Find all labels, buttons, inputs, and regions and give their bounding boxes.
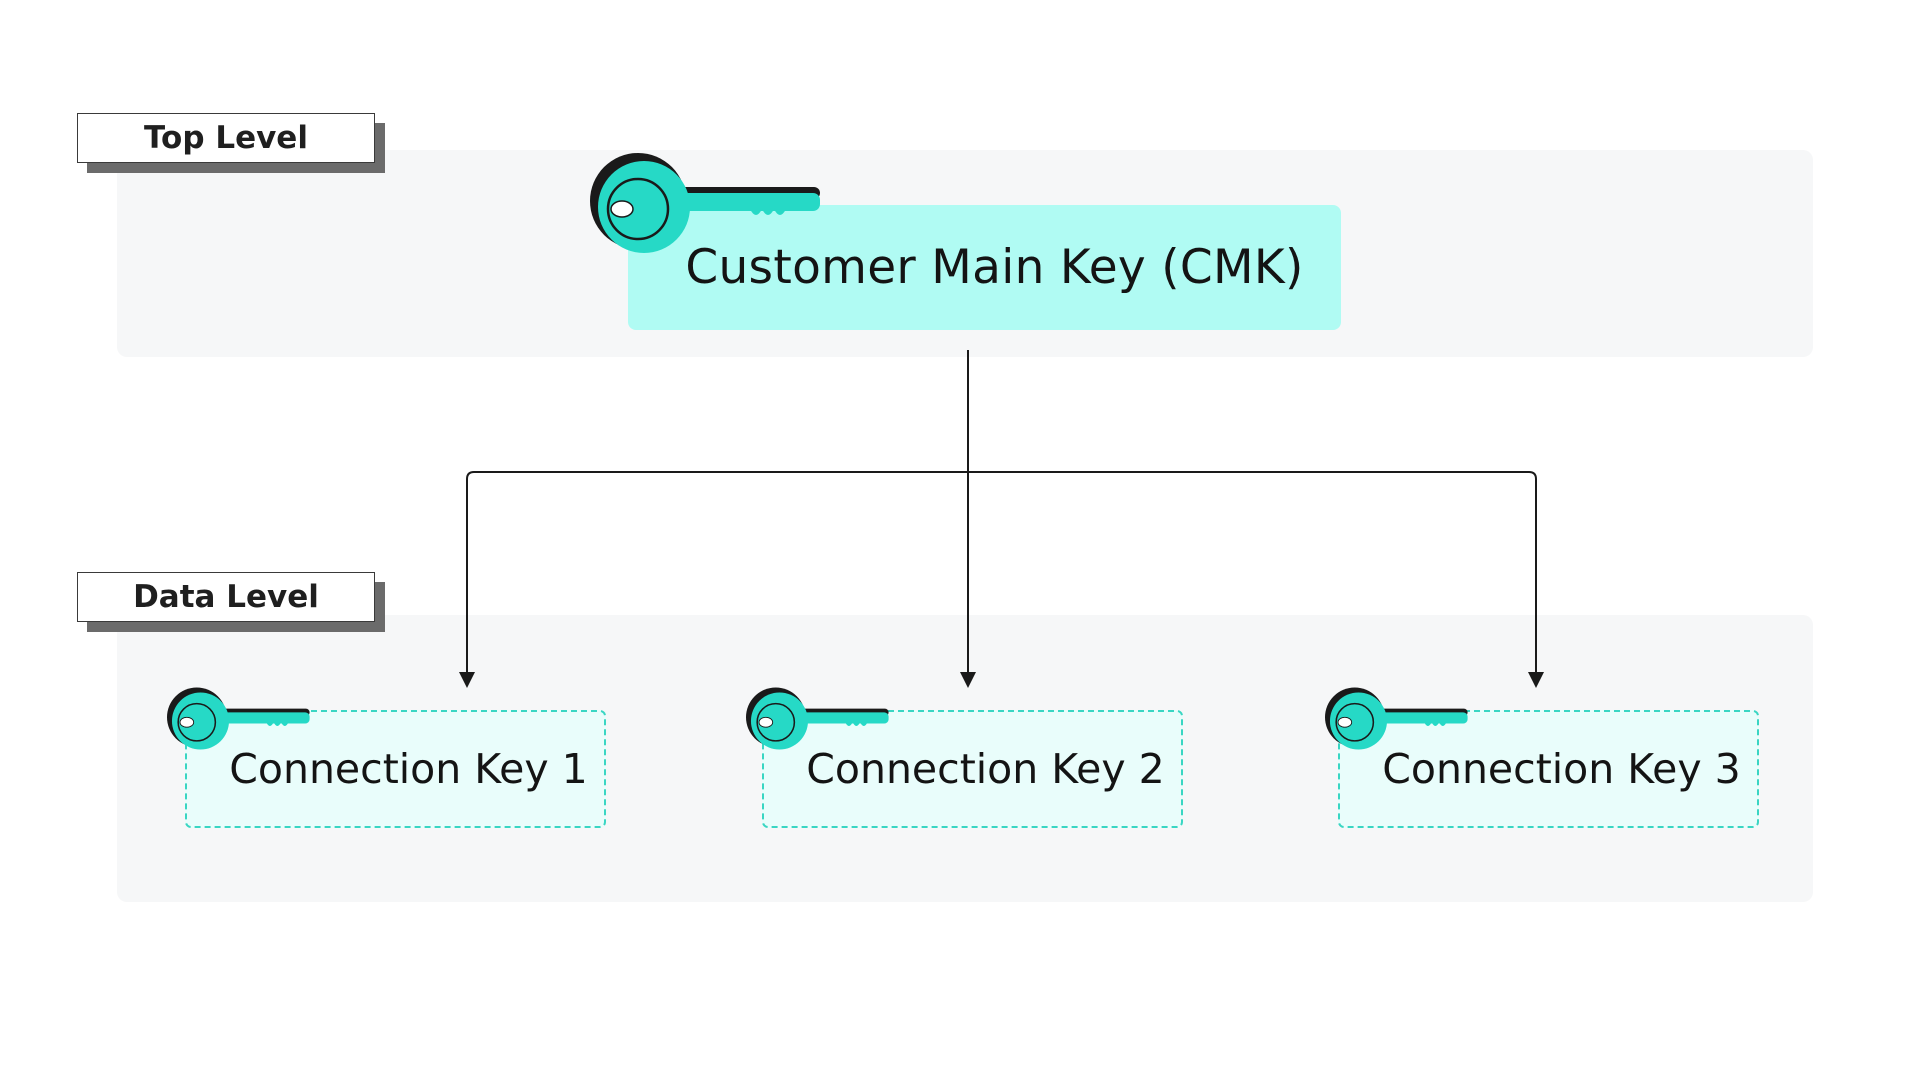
connection-key-2-box: Connection Key 2 [762,710,1183,828]
connection-key-1-box: Connection Key 1 [185,710,606,828]
connection-key-3-box: Connection Key 3 [1338,710,1759,828]
top-level-label: Top Level [77,113,375,163]
customer-main-key-label: Customer Main Key (CMK) [685,240,1304,295]
connection-key-2-label: Connection Key 2 [806,745,1165,793]
connection-key-1-label: Connection Key 1 [229,745,588,793]
data-level-label: Data Level [77,572,375,622]
connection-key-3-label: Connection Key 3 [1382,745,1741,793]
customer-main-key-box: Customer Main Key (CMK) [628,205,1341,330]
